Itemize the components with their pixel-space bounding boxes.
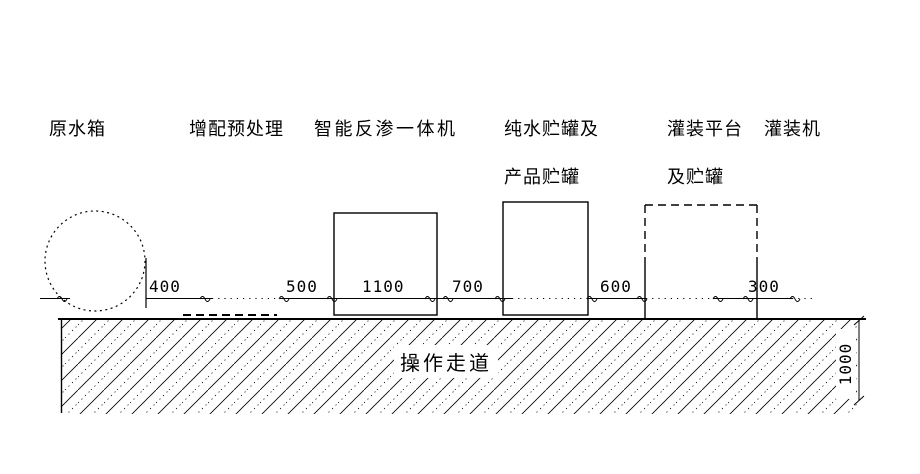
label-pure-water-tank-line2: 产品贮罐 [504,167,580,188]
label-pretreatment: 增配预处理 [189,119,284,140]
vertical-dimension-line [853,315,865,406]
label-pure-water-tank-line1: 纯水贮罐及 [504,119,599,140]
pure-water-tank-rect [502,201,589,316]
dim-value-1100: 1100 [362,277,405,296]
ro-machine-rect [333,212,438,316]
dim-value-700: 700 [452,277,484,296]
filling-platform-rect [644,204,758,319]
dim-value-500: 500 [286,277,318,296]
dimension-tick-bottom [853,395,865,406]
label-filling-machine: 灌装机 [764,119,821,140]
label-filling-platform-line2: 及贮罐 [667,167,724,188]
label-raw-water-tank: 原水箱 [49,119,106,140]
dim-value-300: 300 [748,277,780,296]
dim-value-600: 600 [600,277,632,296]
horizontal-dimension-chain [40,258,812,308]
dimension-tick-top [853,315,865,326]
label-filling-platform-line1: 灌装平台 [667,119,743,140]
dim-value-400: 400 [149,277,181,296]
label-operation-walkway: 操作走道 [394,345,498,378]
label-ro-machine: 智能反渗一体机 [314,119,458,140]
raw-water-tank-circle [44,210,146,312]
dim-value-1000-vertical: 1000 [836,329,856,399]
